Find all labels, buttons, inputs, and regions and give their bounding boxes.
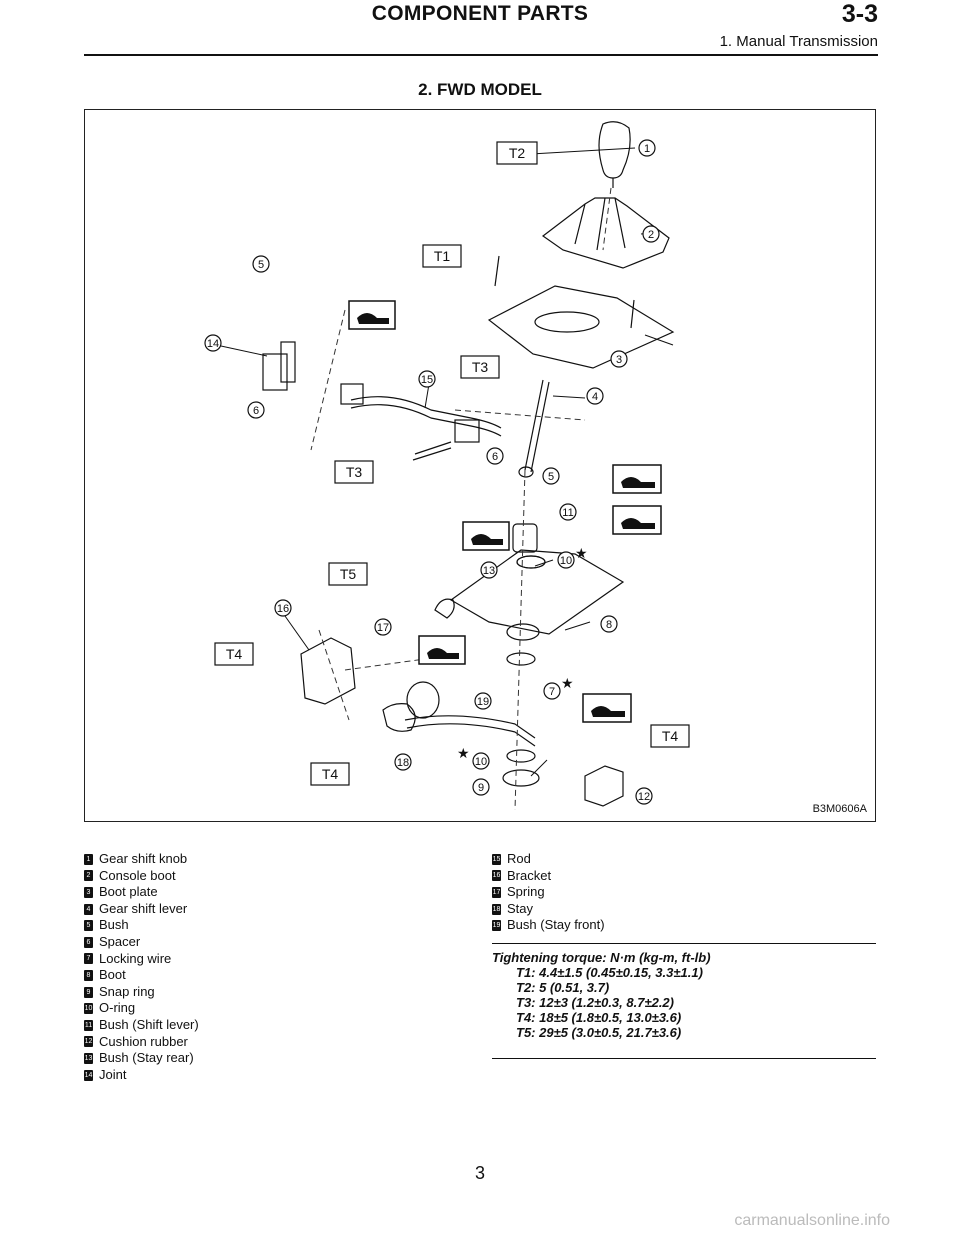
figure-code: B3M0606A (812, 803, 867, 815)
torque-heading: Tightening torque: N·m (kg-m, ft-lb) (492, 950, 711, 965)
torque-item: T1: 4.4±1.5 (0.45±0.15, 3.3±1.1) (516, 965, 703, 980)
callout-2: 2 (648, 229, 654, 241)
callout-15: 15 (421, 374, 433, 386)
header-rule (84, 54, 878, 56)
grease-symbols (348, 300, 662, 723)
torque-item: T3: 12±3 (1.2±0.3, 8.7±2.2) (516, 995, 674, 1010)
callout-5: 5 (548, 471, 554, 483)
callout-3: 3 (616, 354, 622, 366)
header-subtitle: 1. Manual Transmission (719, 33, 878, 50)
star-icon: ★ (457, 746, 470, 762)
tag-t4-a: T4 (226, 646, 243, 662)
callout-10-lower: 10 (475, 756, 487, 768)
exploded-view-figure: T2 T1 T3 T3 T5 T4 T4 T4 (84, 109, 876, 822)
callout-19: 19 (477, 696, 489, 708)
watermark: carmanualsonline.info (734, 1212, 890, 1229)
tag-t5: T5 (340, 566, 357, 582)
torque-spec-box: Tightening torque: N·m (kg-m, ft-lb) T1:… (492, 943, 876, 1059)
tag-t3-b: T3 (346, 464, 363, 480)
torque-rule-top (492, 943, 876, 944)
callout-13: 13 (483, 565, 495, 577)
star-icon: ★ (575, 546, 588, 562)
star-icon: ★ (561, 676, 574, 692)
tag-t4-c: T4 (322, 766, 339, 782)
callout-5-top: 5 (258, 259, 264, 271)
torque-rule-bottom (492, 1058, 876, 1059)
header-title: COMPONENT PARTS (371, 2, 589, 25)
torque-item: T5: 29±5 (3.0±0.5, 21.7±3.6) (516, 1025, 682, 1040)
callout-10: 10 (560, 555, 572, 567)
tag-t2: T2 (509, 145, 526, 161)
callout-16: 16 (277, 603, 289, 615)
knob-shape (598, 121, 631, 179)
callout-11: 11 (562, 507, 573, 519)
callout-12: 12 (638, 791, 650, 803)
tag-t3-a: T3 (472, 359, 489, 375)
callout-17: 17 (377, 622, 389, 634)
torque-item: T4: 18±5 (1.8±0.5, 13.0±3.6) (516, 1010, 682, 1025)
section-title: 2. FWD MODEL (418, 80, 542, 99)
page-number: 3 (474, 1163, 485, 1183)
callout-6-left: 6 (253, 405, 259, 417)
tag-t4-b: T4 (662, 728, 679, 744)
callout-7: 7 (549, 686, 555, 698)
callout-1: 1 (644, 143, 650, 155)
chapter-number: 3-3 (841, 0, 878, 28)
callout-6: 6 (492, 451, 498, 463)
callout-8: 8 (606, 619, 612, 631)
torque-item: T2: 5 (0.51, 3.7) (516, 980, 610, 995)
exploded-diagram: T2 T1 T3 T3 T5 T4 T4 T4 (204, 121, 690, 811)
callout-18: 18 (397, 757, 409, 769)
callout-14: 14 (207, 338, 219, 350)
tag-t1: T1 (434, 248, 451, 264)
callout-4: 4 (592, 391, 598, 403)
page-header: COMPONENT PARTS 3-3 1. Manual Transmissi… (0, 0, 960, 60)
callout-9: 9 (478, 782, 484, 794)
